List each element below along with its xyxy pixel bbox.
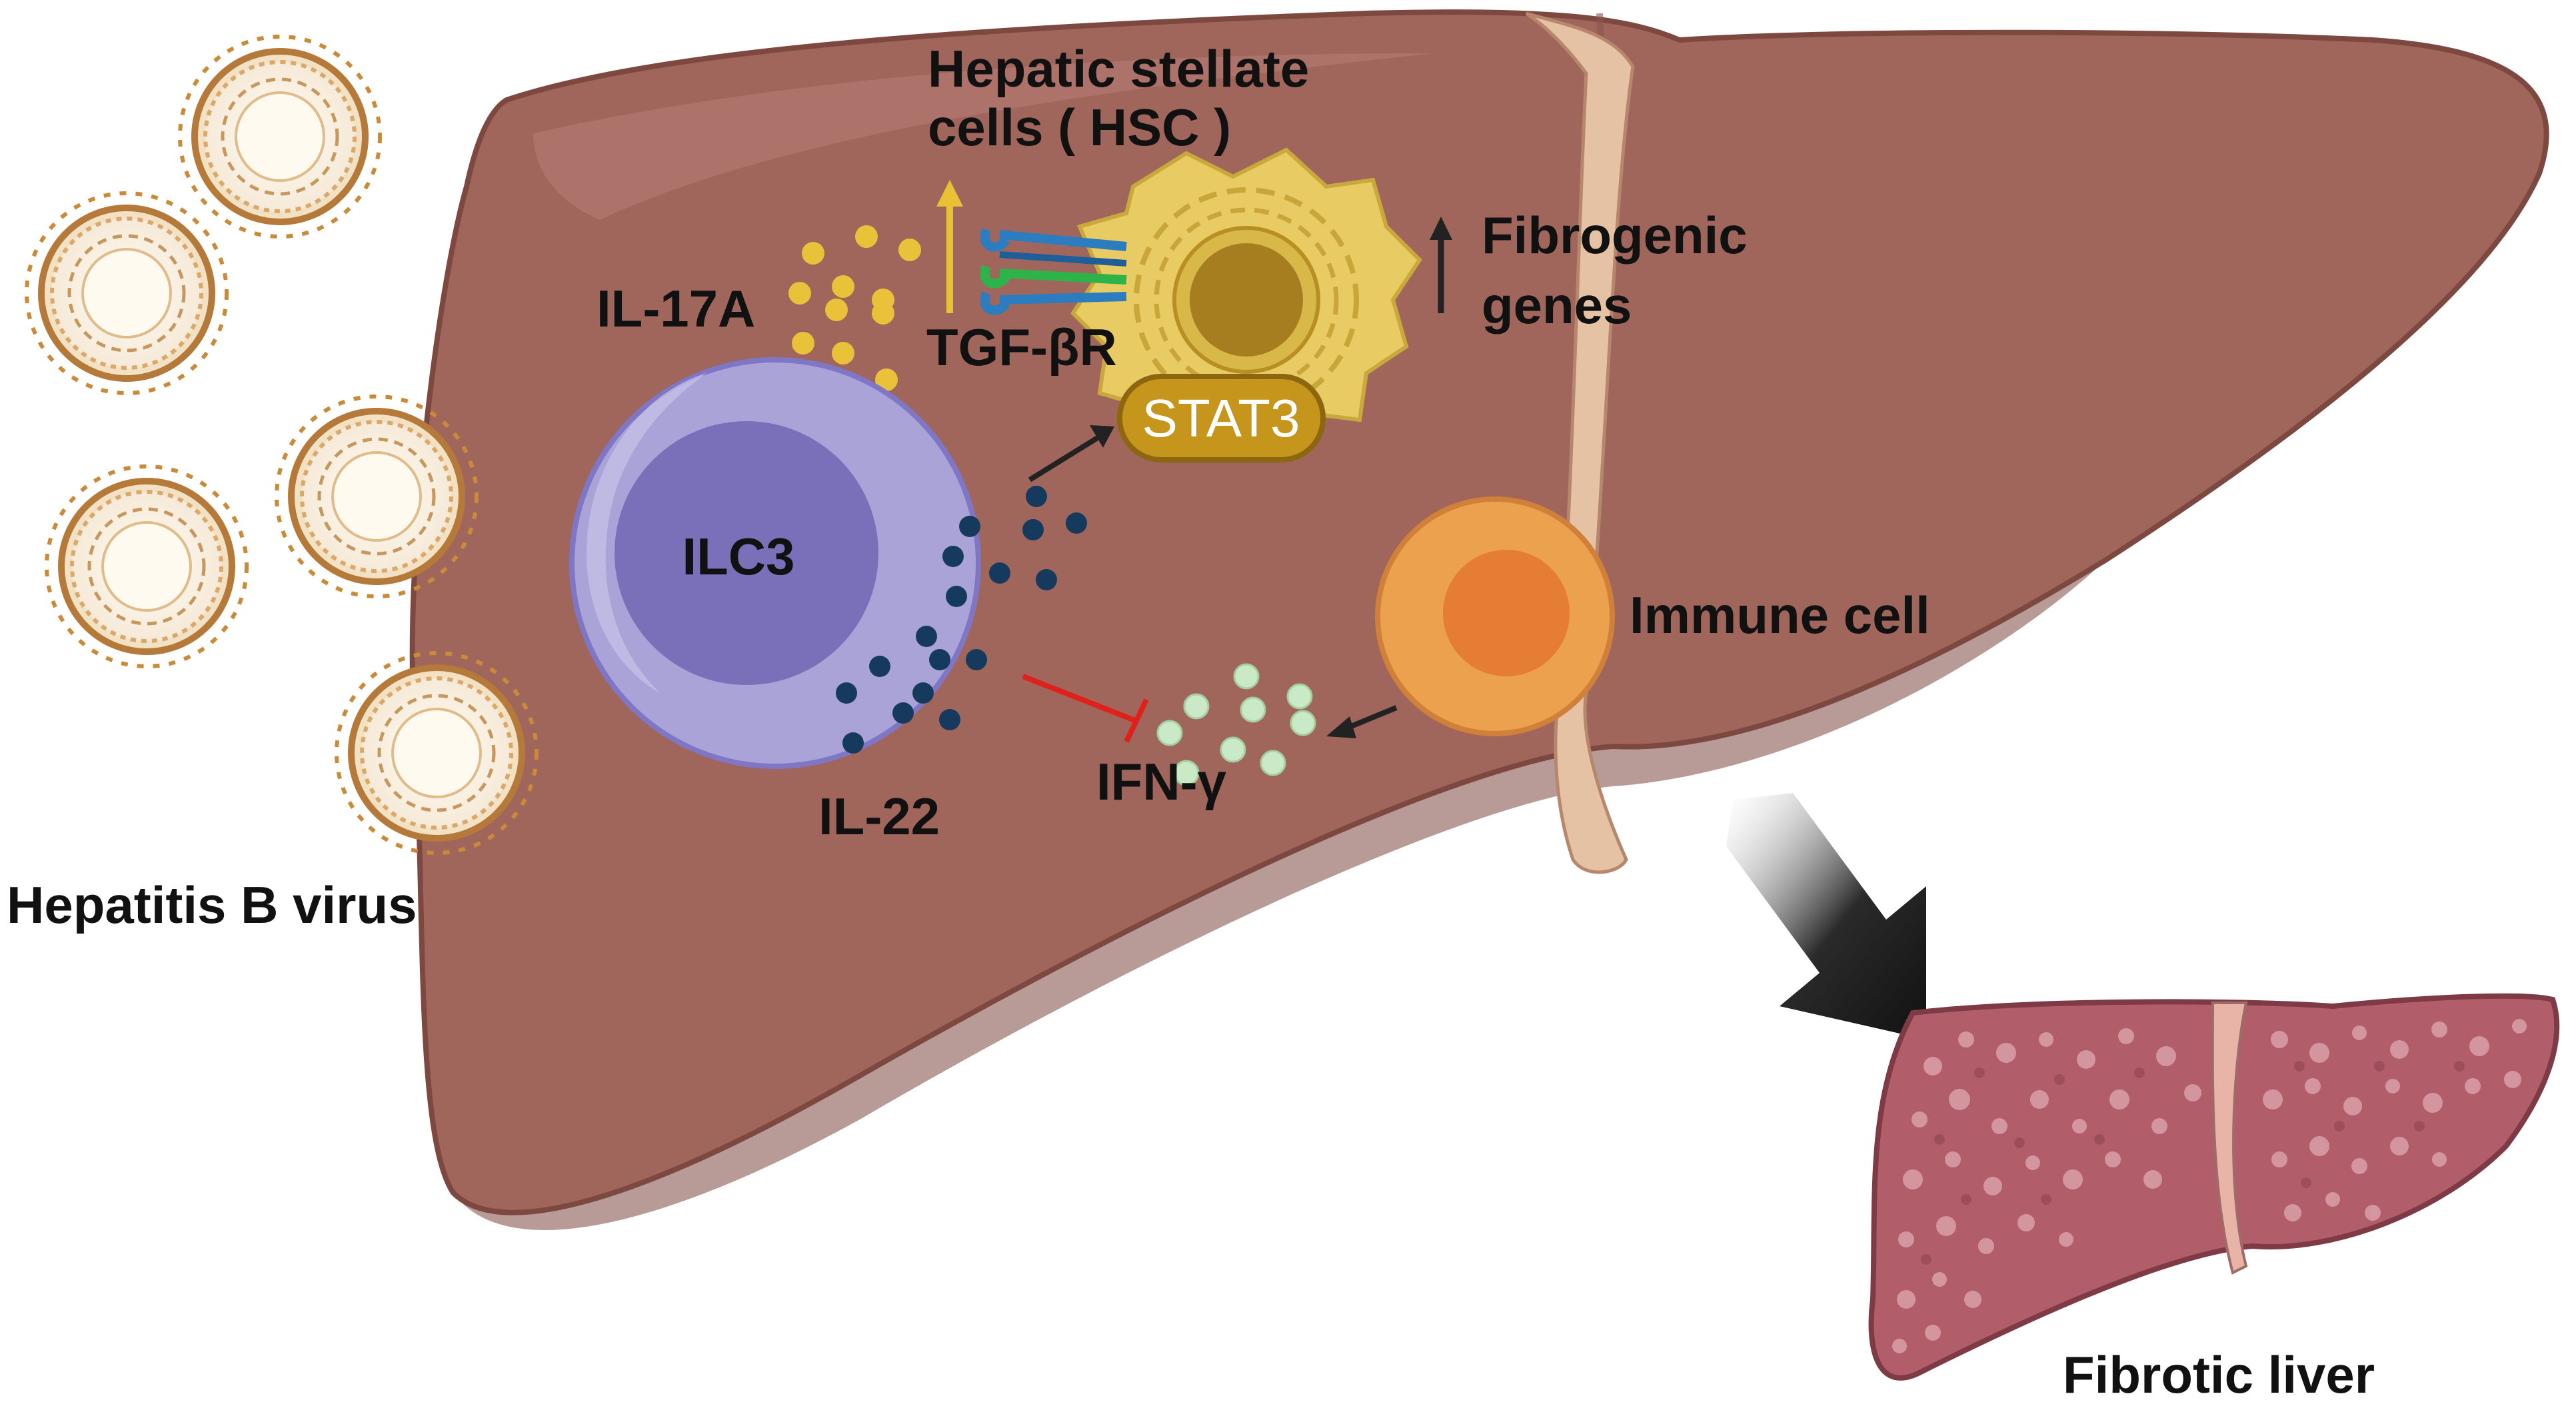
fibrogenic-label-line2: genes bbox=[1482, 276, 1632, 335]
fibrogenic-label-line1: Fibrogenic bbox=[1482, 206, 1748, 265]
fibrotic-liver bbox=[1868, 993, 2560, 1381]
fibrogenic-up-arrow bbox=[1430, 217, 1452, 313]
progression-arrow bbox=[1726, 793, 1926, 1040]
tgfbr-up-arrow bbox=[936, 180, 963, 313]
il22-inhibit-ifng bbox=[1022, 674, 1149, 743]
falciform-ligament bbox=[1525, 11, 1635, 874]
il22-to-stat3-arrow bbox=[1028, 425, 1114, 482]
immune-cell-label: Immune cell bbox=[1630, 586, 1930, 644]
ilc3-cell: ILC3 bbox=[569, 357, 981, 769]
il17a-label: IL-17A bbox=[597, 279, 755, 338]
liver-shadow bbox=[453, 560, 2106, 1231]
tgfbr-receptor-icon bbox=[980, 228, 1127, 315]
fibrotic-liver-label: Fibrotic liver bbox=[2063, 1345, 2375, 1404]
il22-dots bbox=[836, 486, 1087, 754]
hsc-cell bbox=[1070, 147, 1422, 456]
stat3-label: STAT3 bbox=[1142, 388, 1300, 448]
hbv-virus-icon bbox=[47, 466, 247, 666]
ifng-label: IFN-γ bbox=[1096, 752, 1227, 811]
stat3-box: STAT3 bbox=[1117, 374, 1326, 462]
ilc3-label: ILC3 bbox=[682, 527, 794, 586]
hbv-virus-icon bbox=[180, 37, 380, 237]
hsc-label-line1: Hepatic stellate bbox=[928, 39, 1309, 98]
hsc-label-line2: cells ( HSC ) bbox=[928, 98, 1231, 157]
il22-label: IL-22 bbox=[818, 787, 940, 846]
liver-highlight bbox=[533, 53, 1433, 220]
immune-cell bbox=[1375, 496, 1615, 736]
immune-to-ifng-arrow bbox=[1326, 705, 1398, 738]
ifng-dots bbox=[1156, 663, 1316, 786]
hsc-nucleus bbox=[1190, 243, 1303, 356]
hbv-virus-icon bbox=[27, 193, 227, 393]
fibrotic-liver-ligament bbox=[2211, 1002, 2248, 1275]
tgfbr-label: TGF-βR bbox=[926, 318, 1117, 376]
hbv-label: Hepatitis B virus bbox=[7, 876, 417, 934]
